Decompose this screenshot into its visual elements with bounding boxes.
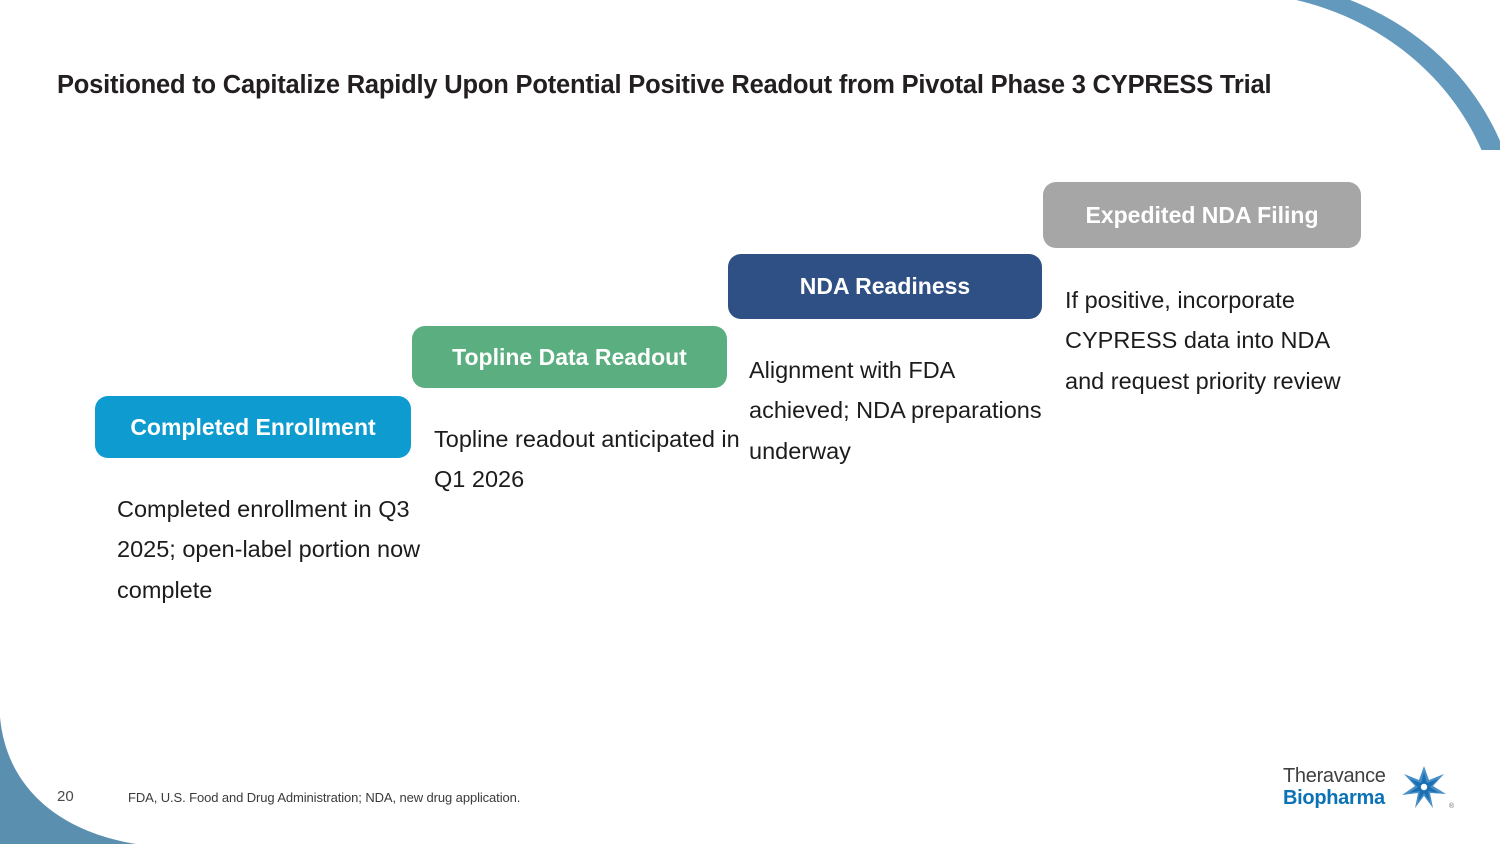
- step-label: NDA Readiness: [799, 273, 971, 300]
- starburst-icon: [1402, 766, 1446, 808]
- registered-trademark-symbol: ®: [1448, 803, 1454, 810]
- logo-line-theravance: Theravance: [1283, 765, 1386, 787]
- step-body-topline-data-readout: Topline readout anticipated in Q1 2026: [434, 426, 740, 493]
- page-title: Positioned to Capitalize Rapidly Upon Po…: [57, 71, 1272, 99]
- step-header-expedited-nda-filing: Expedited NDA Filing: [1043, 182, 1361, 248]
- logo-wordmark: Theravance Biopharma: [1283, 765, 1386, 809]
- step-header-nda-readiness: NDA Readiness: [728, 254, 1042, 319]
- step-body-completed-enrollment: Completed enrollment in Q3 2025; open-la…: [117, 496, 421, 603]
- step-label: Completed Enrollment: [130, 413, 376, 440]
- step-header-topline-data-readout: Topline Data Readout: [412, 326, 727, 388]
- step-label: Topline Data Readout: [452, 343, 687, 370]
- logo-line-biopharma: Biopharma: [1283, 786, 1385, 809]
- theravance-biopharma-logo: Theravance Biopharma ®: [1283, 764, 1454, 812]
- footnote: FDA, U.S. Food and Drug Administration; …: [128, 790, 521, 805]
- step-header-completed-enrollment: Completed Enrollment: [95, 396, 411, 458]
- step-label: Expedited NDA Filing: [1085, 201, 1319, 228]
- step-body-nda-readiness: Alignment with FDA achieved; NDA prepara…: [749, 357, 1042, 464]
- step-body-expedited-nda-filing: If positive, incorporate CYPRESS data in…: [1065, 287, 1341, 394]
- page-number: 20: [57, 788, 74, 805]
